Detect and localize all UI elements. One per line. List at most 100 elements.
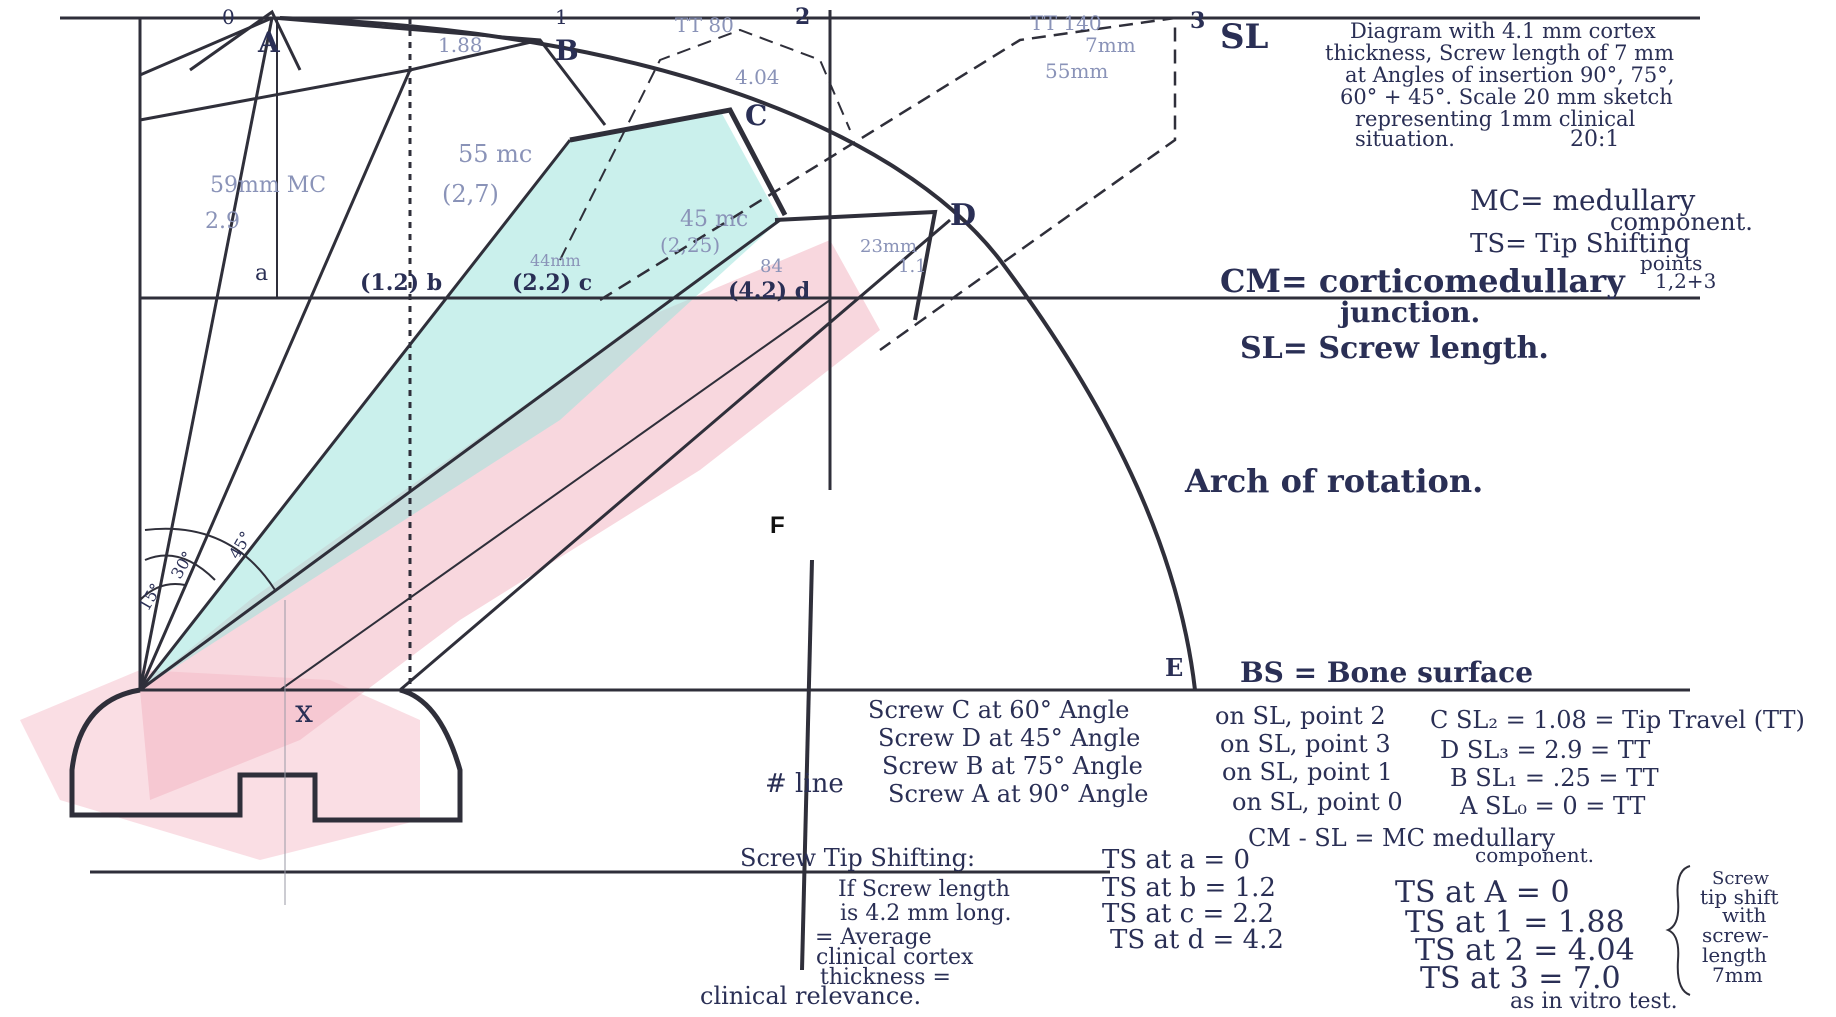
svg-text:Screw: Screw <box>1712 868 1770 889</box>
svg-text:thickness =: thickness = <box>820 965 951 990</box>
screw-A-outline <box>139 16 607 126</box>
pink-shaded-region <box>140 240 880 800</box>
note-404: 4.04 <box>735 65 780 89</box>
svg-text:TS at c = 2.2: TS at c = 2.2 <box>1102 899 1274 929</box>
svg-text:TS at A = 0: TS at A = 0 <box>1395 875 1570 910</box>
svg-text:TS at 1 = 1.88: TS at 1 = 1.88 <box>1405 905 1625 940</box>
bone-base-profile <box>69 687 463 823</box>
svg-text:CM= corticomedullary: CM= corticomedullary <box>1220 262 1626 300</box>
note-84: 84 <box>760 256 783 277</box>
svg-text:20:1: 20:1 <box>1570 127 1619 152</box>
cm-sl-text: CM - SL = MC medullary <box>1248 824 1556 852</box>
screw-table: Screw C at 60° Angle on SL, point 2 C SL… <box>868 696 1805 820</box>
svg-text:tip shift: tip shift <box>1700 885 1779 909</box>
svg-text:Screw B at 75° Angle: Screw B at 75° Angle <box>882 752 1143 780</box>
angle-arc-30 <box>144 554 216 581</box>
note-tt80: TT 80 <box>675 13 734 37</box>
svg-text:A SL₀ = 0 = TT: A SL₀ = 0 = TT <box>1459 792 1645 820</box>
dashed-screw-extension <box>599 16 1177 352</box>
label-c: (2.2) c <box>512 270 592 296</box>
svg-text:points: points <box>1640 251 1702 275</box>
screw-D-outline <box>774 209 938 321</box>
svg-text:SL= Screw length.: SL= Screw length. <box>1240 331 1549 366</box>
svg-text:clinical cortex: clinical cortex <box>816 945 974 970</box>
note-188: 1.88 <box>438 33 483 57</box>
label-three: 3 <box>1190 8 1205 34</box>
svg-text:thickness, Screw length of 7 m: thickness, Screw length of 7 mm <box>1325 41 1674 65</box>
note-55mc: 55 mc <box>458 140 532 168</box>
label-x: x <box>295 692 313 730</box>
svg-text:with: with <box>1722 903 1767 927</box>
svg-text:B SL₁ = .25 = TT: B SL₁ = .25 = TT <box>1450 764 1659 792</box>
dashed-screw-extension2 <box>559 28 851 261</box>
svg-text:= Average: = Average <box>815 925 932 950</box>
svg-text:junction.: junction. <box>1337 296 1480 329</box>
svg-text:Screw Tip Shifting:: Screw Tip Shifting: <box>740 844 975 872</box>
f-label-background <box>760 490 826 560</box>
svg-text:is 4.2 mm long.: is 4.2 mm long. <box>840 901 1012 926</box>
svg-text:60° + 45°. Scale 20 mm sketch: 60° + 45°. Scale 20 mm sketch <box>1340 85 1673 109</box>
label-A: A <box>257 26 281 59</box>
tip-shifting-block: Screw Tip Shifting: TS at a = 0 TS at b … <box>700 844 1284 1010</box>
label-a: a <box>255 261 268 286</box>
svg-text:MC= medullary: MC= medullary <box>1470 184 1696 217</box>
svg-text:TS= Tip Shifting: TS= Tip Shifting <box>1470 229 1690 259</box>
label-E: E <box>1165 653 1183 682</box>
pink-base-region <box>20 670 420 860</box>
angle-arc-45 <box>144 527 276 591</box>
note-23mm: 23mm <box>860 236 917 257</box>
note-44mm: 44mm <box>530 251 581 270</box>
svg-text:1,2+3: 1,2+3 <box>1655 269 1716 293</box>
label-B: B <box>555 34 579 67</box>
f-vertical-lower <box>800 559 814 971</box>
label-d: (4.2) d <box>728 278 810 304</box>
svg-text:TS at 3 = 7.0: TS at 3 = 7.0 <box>1420 961 1621 996</box>
svg-text:Screw C at 60° Angle: Screw C at 60° Angle <box>868 696 1130 724</box>
note-11: 1.1 <box>898 256 927 277</box>
screw-lines <box>138 17 951 692</box>
svg-text:clinical relevance.: clinical relevance. <box>700 982 921 1010</box>
cyan-shaded-region <box>140 110 780 690</box>
svg-text:on SL, point 2: on SL, point 2 <box>1215 702 1386 730</box>
note-59mm: 59mm MC <box>210 173 326 198</box>
arch-label: Arch of rotation. <box>1184 462 1483 500</box>
cm-sl-text2: component. <box>1475 843 1594 867</box>
label-one: 1 <box>555 5 568 29</box>
svg-text:component.: component. <box>1610 208 1753 236</box>
svg-text:on SL, point 1: on SL, point 1 <box>1222 758 1393 786</box>
description-block: Diagram with 4.1 mm cortex thickness, Sc… <box>1325 19 1674 152</box>
svg-text:Screw A at 90° Angle: Screw A at 90° Angle <box>888 780 1148 808</box>
svg-text:C SL₂ = 1.08 = Tip Travel (TT): C SL₂ = 1.08 = Tip Travel (TT) <box>1430 706 1805 734</box>
svg-text:Diagram with 4.1 mm cortex: Diagram with 4.1 mm cortex <box>1350 19 1656 43</box>
f-label: F <box>770 512 785 539</box>
svg-text:on SL, point 0: on SL, point 0 <box>1232 788 1403 816</box>
svg-text:on SL, point 3: on SL, point 3 <box>1220 730 1391 758</box>
svg-text:7mm: 7mm <box>1712 963 1763 987</box>
svg-text:If Screw length: If Screw length <box>838 877 1010 902</box>
label-D: D <box>950 198 976 233</box>
svg-text:TS at a = 0: TS at a = 0 <box>1102 845 1250 875</box>
svg-text:TS at d = 4.2: TS at d = 4.2 <box>1110 925 1284 955</box>
sl-label: SL <box>1220 17 1269 57</box>
note-27: (2,7) <box>442 180 499 208</box>
hash-line-label: # line <box>765 769 844 799</box>
label-b: (1.2) b <box>360 270 442 296</box>
svg-text:screw-: screw- <box>1702 923 1769 947</box>
label-two: 2 <box>795 4 810 30</box>
arch-of-rotation <box>279 16 1197 691</box>
svg-text:at Angles of insertion 90°, 75: at Angles of insertion 90°, 75°, <box>1345 63 1674 87</box>
angle-arc-15 <box>139 583 186 601</box>
svg-text:TS at b = 1.2: TS at b = 1.2 <box>1102 873 1276 903</box>
angle-30: 30° <box>167 548 198 582</box>
note-tt140: TT 140 <box>1030 11 1102 35</box>
ts-capital-block: TS at A = 0 TS at 1 = 1.88 TS at 2 = 4.0… <box>1395 865 1779 1014</box>
note-7mm: 7mm <box>1085 33 1136 57</box>
svg-text:D SL₃ = 2.9 = TT: D SL₃ = 2.9 = TT <box>1440 736 1650 764</box>
label-C: C <box>745 99 767 132</box>
note-55mm: 55mm <box>1045 59 1108 83</box>
svg-text:situation.: situation. <box>1355 127 1455 151</box>
svg-text:length: length <box>1702 943 1767 967</box>
note-45mc: 45 mc <box>680 207 748 232</box>
